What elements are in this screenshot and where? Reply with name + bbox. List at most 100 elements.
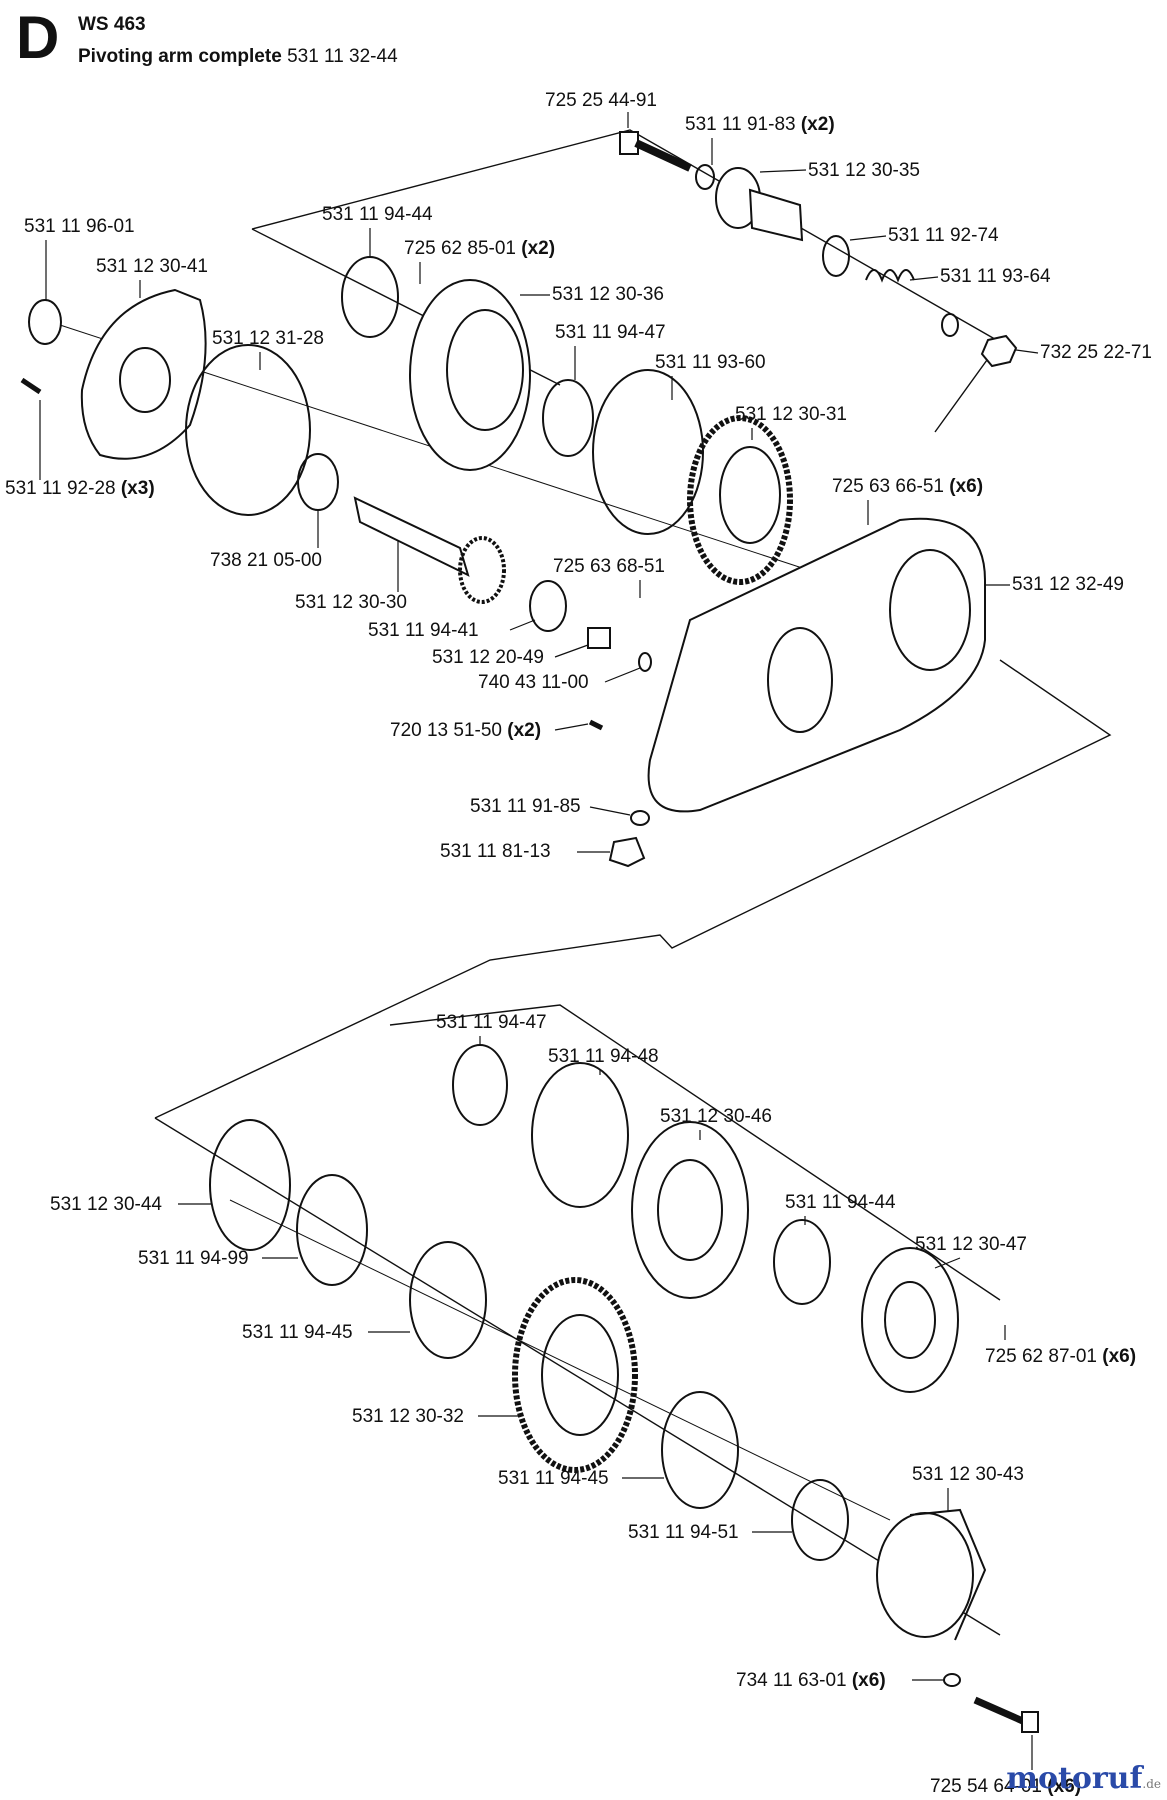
gasket-icon [185, 344, 311, 516]
part-number: 531 12 20-49 [432, 647, 544, 668]
part-label-p34: 531 12 30-47 [915, 1234, 1027, 1255]
gear-lower-icon [512, 1277, 638, 1473]
part-label-p28: 531 11 94-47 [436, 1012, 547, 1033]
part-label-p10: 725 62 85-01 (x2) [404, 238, 555, 259]
leader-p06 [1015, 349, 1039, 354]
part-number: 531 11 93-64 [940, 266, 1051, 287]
bearing-small-icon [529, 580, 567, 632]
part-number: 531 12 30-35 [808, 160, 920, 181]
part-number: 531 11 94-47 [555, 322, 666, 343]
leader-p03 [759, 169, 807, 173]
part-label-p42: 725 54 64-01 (x6) [930, 1776, 1081, 1797]
bearing-icon [297, 453, 339, 511]
part-labels: 725 25 44-91 531 11 91-83 (x2) 531 12 30-3… [5, 90, 1152, 1797]
part-number: 738 21 05-00 [210, 550, 322, 571]
part-label-p15: 531 12 30-31 [735, 404, 847, 425]
part-number: 531 12 30-41 [96, 256, 208, 277]
part-label-p12: 531 12 31-28 [212, 328, 324, 349]
part-label-p04: 531 11 92-74 [888, 225, 999, 246]
part-label-p13: 531 11 94-47 [555, 322, 666, 343]
part-quantity: (x2) [796, 114, 835, 135]
part-label-p17: 725 63 66-51 (x6) [832, 476, 983, 497]
part-number: 531 11 91-85 [470, 796, 581, 817]
leader-p22 [509, 619, 536, 631]
part-number: 531 12 30-43 [912, 1464, 1024, 1485]
part-label-p39: 531 12 30-43 [912, 1464, 1024, 1485]
part-label-p22: 531 11 94-41 [368, 620, 479, 641]
assembly-title: Pivoting arm complete 531 11 32-44 [78, 46, 398, 68]
part-number: 531 12 30-36 [552, 284, 664, 305]
axis-lower [229, 1199, 891, 1521]
part-label-p36: 725 62 87-01 (x6) [985, 1346, 1136, 1367]
part-number: 531 11 94-41 [368, 620, 479, 641]
part-number: 740 43 11-00 [478, 672, 589, 693]
o-ring-lower-1-icon [531, 1062, 629, 1208]
leader-p23 [554, 644, 589, 658]
part-label-p30: 531 12 30-46 [660, 1106, 772, 1127]
part-number: 531 11 94-44 [785, 1192, 896, 1213]
part-number: 531 11 91-83 [685, 114, 796, 135]
part-number: 531 11 94-44 [322, 204, 433, 225]
part-number: 531 12 30-44 [50, 1194, 162, 1215]
part-number: 531 11 94-99 [138, 1248, 249, 1269]
part-quantity: (x2) [516, 238, 555, 259]
part-label-p08: 531 12 30-41 [96, 256, 208, 277]
part-label-p40: 531 11 94-51 [628, 1522, 739, 1543]
part-label-p25: 720 13 51-50 (x2) [390, 720, 541, 741]
part-label-p41: 734 11 63-01 (x6) [736, 1670, 886, 1691]
cover-lower-icon [631, 1121, 749, 1299]
part-number: 725 63 66-51 [832, 476, 944, 497]
part-number: 725 62 85-01 [404, 238, 516, 259]
part-number: 531 11 81-13 [440, 841, 551, 862]
circlip-icon [638, 652, 652, 672]
assembly-title-text: Pivoting arm complete [78, 46, 282, 67]
leader-p25 [554, 723, 589, 731]
part-label-p02: 531 11 91-83 (x2) [685, 114, 835, 135]
washer-small-icon [941, 313, 959, 337]
seal-lower-1-icon [452, 1044, 508, 1126]
part-number: 531 11 92-28 [5, 478, 116, 499]
ring-lower-icon [209, 1119, 291, 1251]
part-quantity: (x3) [116, 478, 155, 499]
leader-lines [39, 112, 1039, 1770]
part-number: 725 54 64-01 [930, 1776, 1042, 1797]
frame-upper [251, 129, 1002, 433]
part-number: 725 62 87-01 [985, 1346, 1097, 1367]
part-number: 531 11 94-47 [436, 1012, 547, 1033]
part-label-p20: 531 12 32-49 [1012, 574, 1124, 595]
bearing-lower-1-icon [409, 1241, 487, 1359]
pin-icon [588, 719, 604, 731]
spring-icon [865, 269, 915, 283]
flange-icon [80, 288, 207, 460]
plug-icon [608, 836, 646, 868]
part-number: 531 12 30-30 [295, 592, 407, 613]
part-number: 725 63 68-51 [553, 556, 665, 577]
part-quantity: (x6) [944, 476, 983, 497]
frame-lower-left [154, 1117, 1001, 1636]
bearing-lower-2-icon [661, 1391, 739, 1509]
part-quantity: (x6) [847, 1670, 886, 1691]
washer-icon [695, 164, 715, 190]
part-label-p01: 725 25 44-91 [545, 90, 657, 111]
part-label-p32: 531 11 94-44 [785, 1192, 896, 1213]
part-label-p23: 531 12 20-49 [432, 647, 544, 668]
leader-p05 [909, 276, 939, 281]
part-quantity: (x6) [1097, 1346, 1136, 1367]
part-label-p05: 531 11 93-64 [940, 266, 1051, 287]
part-label-p14: 531 11 93-60 [655, 352, 766, 373]
watermark-text: motoruf [1006, 1761, 1143, 1796]
watermark: motoruf.de [1006, 1761, 1161, 1796]
part-label-p38: 531 11 94-45 [498, 1468, 609, 1489]
shaft-icon [353, 496, 506, 604]
part-number: 531 11 94-48 [548, 1046, 659, 1067]
part-number: 732 25 22-71 [1040, 342, 1152, 363]
watermark-suffix: .de [1142, 1777, 1161, 1791]
part-label-p37: 531 12 30-32 [352, 1406, 464, 1427]
part-label-p09: 531 11 94-44 [322, 204, 433, 225]
o-ring-lower-3-icon [791, 1479, 849, 1561]
part-label-p16: 531 11 92-28 (x3) [5, 478, 155, 499]
part-label-p31: 531 12 30-44 [50, 1194, 162, 1215]
o-ring-small-icon [822, 235, 850, 277]
assembly-part-number: 531 11 32-44 [287, 46, 398, 67]
